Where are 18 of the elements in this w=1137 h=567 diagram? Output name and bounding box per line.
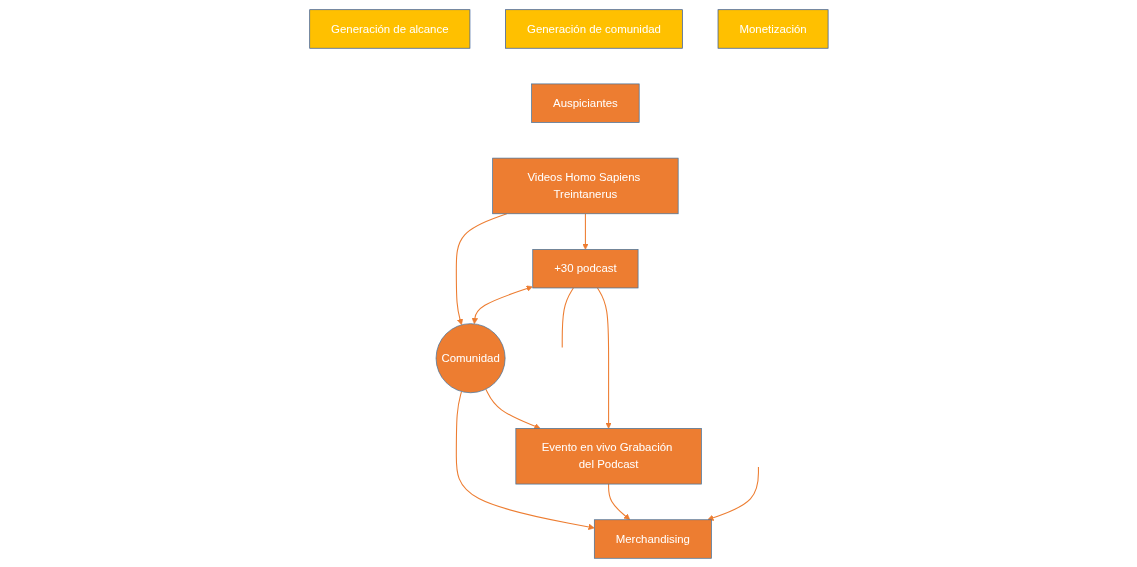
node-box: Videos Homo Sapiens Treintanerus <box>491 157 679 214</box>
arrow <box>607 483 630 520</box>
connector <box>561 286 574 348</box>
arrow <box>471 285 533 324</box>
node-box: Auspiciantes <box>530 83 640 123</box>
node-box: Generación de alcance <box>308 8 470 49</box>
arrow <box>484 388 541 429</box>
node-box: Generación de comunidad <box>504 8 683 49</box>
node-box: +30 podcast <box>532 248 639 288</box>
arrow <box>596 286 612 429</box>
arrow <box>581 212 589 250</box>
arrow <box>707 465 759 521</box>
node-box: Monetización <box>717 8 829 49</box>
node-box: Evento en vivo Grabación del Podcast <box>515 427 702 484</box>
node-box: Merchandising <box>593 518 712 559</box>
node-circle: Comunidad <box>435 322 506 393</box>
arrow <box>455 212 507 325</box>
arrow <box>455 390 595 530</box>
